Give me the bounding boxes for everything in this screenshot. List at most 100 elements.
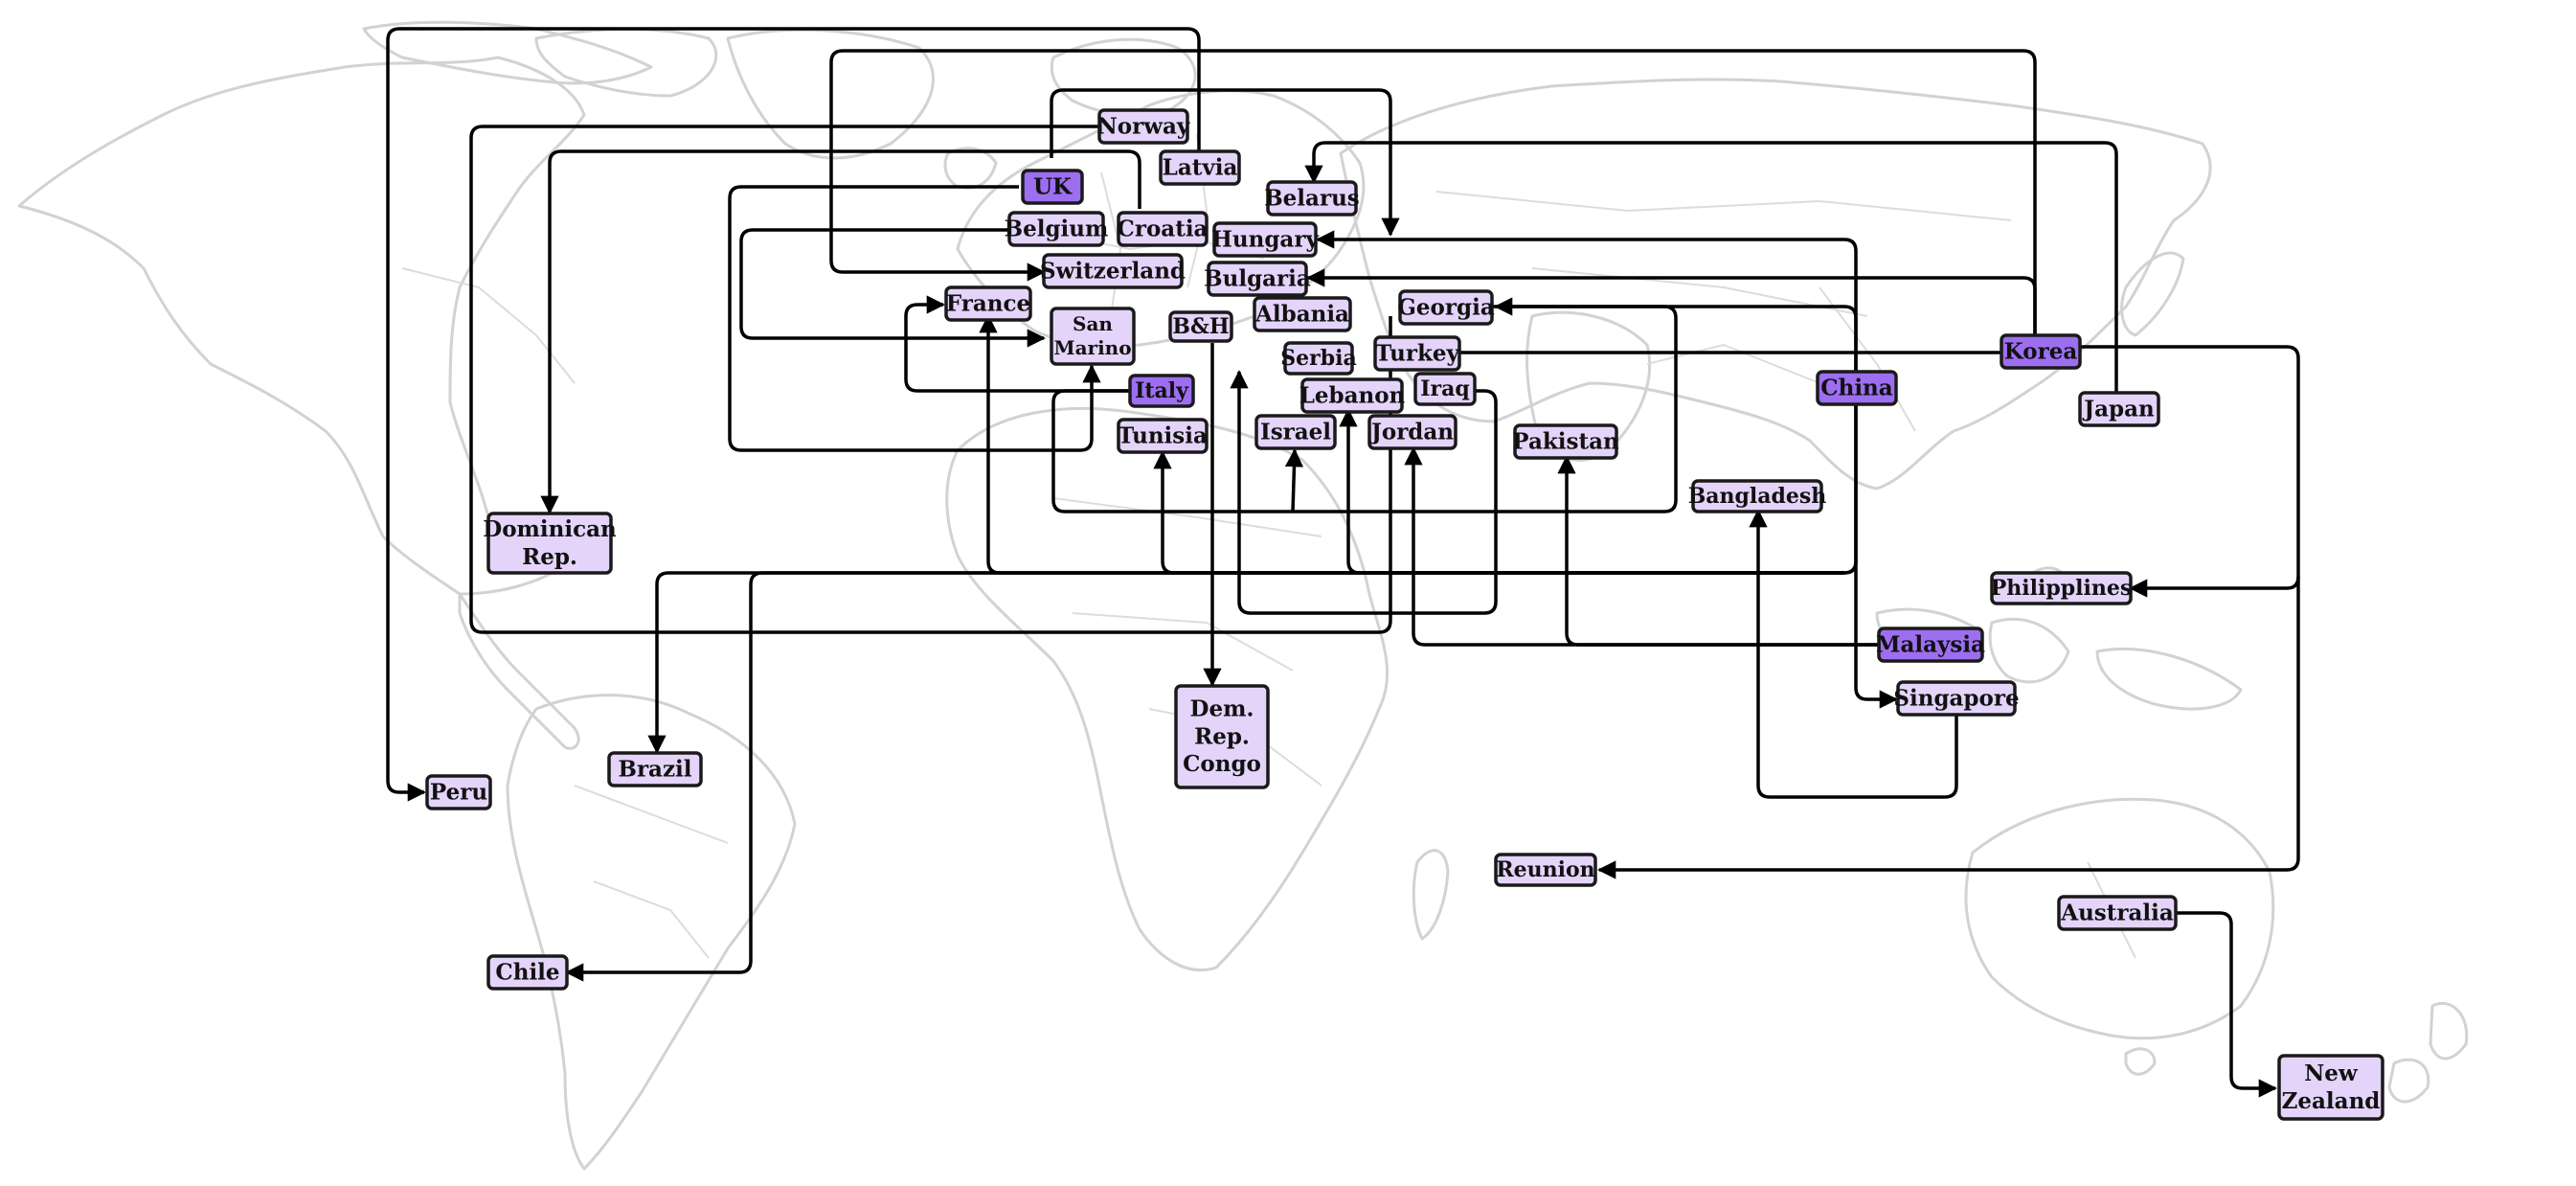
node-israel: Israel xyxy=(1254,414,1337,450)
node-label-reunion: Reunion xyxy=(1496,857,1594,882)
node-label-bh: B&H xyxy=(1172,314,1229,339)
edge-korea-switzerland xyxy=(829,49,2037,337)
node-box-belgium xyxy=(1007,211,1105,247)
edge-georgia-france xyxy=(1494,297,1858,374)
node-label-france: France xyxy=(946,290,1030,316)
node-box-reunion xyxy=(1494,853,1597,887)
node-label-iraq: Iraq xyxy=(1420,376,1470,401)
node-bangladesh: Bangladesh xyxy=(1688,479,1826,513)
node-peru: Peru xyxy=(425,774,492,810)
node-malaysia: Malaysia xyxy=(1876,627,1985,663)
node-box-uk xyxy=(1021,169,1084,205)
node-label-tunisia: Tunisia xyxy=(1118,422,1208,448)
node-label-lebanon: Lebanon xyxy=(1299,382,1406,408)
node-label-singapore: Singapore xyxy=(1893,685,2019,711)
node-belarus: Belarus xyxy=(1264,180,1360,217)
node-label-georgia: Georgia xyxy=(1397,294,1495,320)
edge-china-brazil xyxy=(647,571,1844,754)
node-box-chile xyxy=(486,954,569,991)
node-box-korea xyxy=(2000,333,2082,370)
node-switzerland: Switzerland xyxy=(1040,253,1186,289)
node-box-lebanon xyxy=(1300,377,1404,414)
edge-norway-malaysia xyxy=(1050,88,1400,237)
node-serbia: Serbia xyxy=(1280,341,1357,376)
node-jordan: Jordan xyxy=(1367,414,1457,450)
node-uk: UK xyxy=(1021,169,1084,205)
node-box-dem-rep-congo xyxy=(1174,684,1270,789)
node-label-uk: UK xyxy=(1033,173,1073,199)
node-label-bulgaria: Bulgaria xyxy=(1204,265,1311,291)
node-bulgaria: Bulgaria xyxy=(1204,261,1311,297)
node-label-pakistan: Pakistan xyxy=(1512,428,1619,454)
edge-albania-israel xyxy=(1284,448,1304,513)
node-box-israel xyxy=(1254,414,1337,450)
node-label-switzerland: Switzerland xyxy=(1040,258,1186,284)
node-label-serbia: Serbia xyxy=(1280,346,1356,371)
node-france: France xyxy=(944,285,1032,322)
edge-latvia-peru xyxy=(386,27,1201,802)
node-label-australia: Australia xyxy=(2060,900,2174,925)
edge-uk-sanmarino xyxy=(728,185,1101,452)
node-box-switzerland xyxy=(1042,253,1184,289)
node-label-belgium: Belgium xyxy=(1005,216,1109,241)
edge-china-singapore xyxy=(1854,404,1898,709)
edge-belgium-sanmarino xyxy=(739,228,1046,348)
node-box-bangladesh xyxy=(1691,479,1823,513)
node-box-new-zealand xyxy=(2277,1054,2384,1121)
node-dem-rep-congo: Dem.Rep.Congo xyxy=(1174,684,1270,789)
node-box-japan xyxy=(2078,391,2160,427)
node-box-singapore xyxy=(1896,680,2017,717)
node-label-peru: Peru xyxy=(430,779,487,805)
node-box-australia xyxy=(2057,895,2178,931)
node-box-jordan xyxy=(1367,414,1457,450)
node-brazil: Brazil xyxy=(607,751,703,787)
node-china: China xyxy=(1816,370,1898,406)
node-label-chile: Chile xyxy=(495,959,559,985)
node-box-belarus xyxy=(1266,180,1358,217)
node-box-bulgaria xyxy=(1207,261,1308,297)
node-box-pakistan xyxy=(1513,423,1618,460)
node-australia: Australia xyxy=(2057,895,2178,931)
node-label-dem-rep-congo: Dem.Rep.Congo xyxy=(1183,696,1261,778)
node-box-france xyxy=(944,285,1032,322)
node-chile: Chile xyxy=(486,954,569,991)
node-label-israel: Israel xyxy=(1260,419,1331,445)
node-label-belarus: Belarus xyxy=(1264,185,1360,211)
node-japan: Japan xyxy=(2078,391,2160,427)
node-bh: B&H xyxy=(1168,310,1233,343)
node-label-brazil: Brazil xyxy=(619,756,692,782)
node-korea: Korea xyxy=(2000,333,2082,370)
node-box-tunisia xyxy=(1117,418,1209,454)
node-box-peru xyxy=(425,774,492,810)
node-georgia: Georgia xyxy=(1397,289,1495,326)
node-italy: Italy xyxy=(1128,374,1195,408)
node-label-norway: Norway xyxy=(1097,113,1190,139)
node-box-malaysia xyxy=(1877,627,1984,663)
edge-norway-frame xyxy=(469,125,1392,634)
node-norway: Norway xyxy=(1097,108,1190,145)
node-albania: Albania xyxy=(1253,296,1352,332)
node-pakistan: Pakistan xyxy=(1512,423,1619,460)
connector-edges xyxy=(386,27,2300,1098)
node-box-hungary xyxy=(1212,221,1318,258)
node-label-albania: Albania xyxy=(1254,301,1349,327)
edge-japan-belarus xyxy=(1304,141,2118,393)
node-label-croatia: Croatia xyxy=(1118,216,1209,241)
edge-australia-newzealand xyxy=(2176,911,2277,1098)
node-label-malaysia: Malaysia xyxy=(1876,631,1985,657)
node-label-philippines: Philipplines xyxy=(1991,576,2132,601)
node-box-brazil xyxy=(607,751,703,787)
node-box-san-marino xyxy=(1050,307,1136,366)
edge-singapore-bangladesh xyxy=(1749,509,1958,799)
node-label-latvia: Latvia xyxy=(1163,154,1238,180)
node-latvia: Latvia xyxy=(1159,149,1241,186)
edge-korea-philippines xyxy=(2001,345,2300,598)
node-box-bh xyxy=(1168,310,1233,343)
edge-korea-reunion xyxy=(1597,577,2300,879)
